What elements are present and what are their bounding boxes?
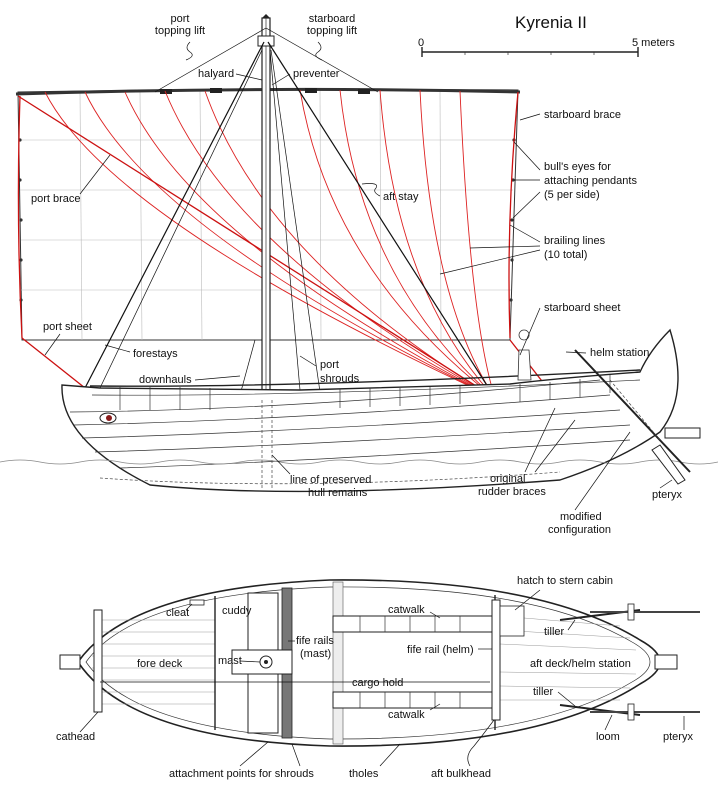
label-port-topping-lift-1: port: [171, 13, 190, 25]
label-aft-stay: aft stay: [383, 191, 419, 203]
label-starboard-topping-lift-1: starboard: [309, 13, 355, 25]
label-port-sheet: port sheet: [43, 321, 92, 333]
label-forestays: forestays: [133, 348, 178, 360]
label-hatch: hatch to stern cabin: [517, 575, 613, 587]
label-port-topping-lift-2: topping lift: [155, 25, 205, 37]
label-port-brace: port brace: [31, 193, 81, 205]
label-downhauls: downhauls: [139, 374, 192, 386]
scale-bar: 0 5 meters: [418, 37, 675, 57]
diagram-title: Kyrenia II: [515, 13, 587, 32]
label-starboard-topping-lift-2: topping lift: [307, 25, 357, 37]
hull-plan: [59, 579, 700, 747]
label-brailing-2: (10 total): [544, 249, 587, 261]
label-tholes: tholes: [349, 768, 379, 780]
steering-oar-profile: [574, 349, 701, 485]
label-aft-bulkhead: aft bulkhead: [431, 768, 491, 780]
label-cuddy: cuddy: [222, 605, 252, 617]
label-bulls-eyes-1: bull's eyes for: [544, 161, 611, 173]
label-starboard-sheet: starboard sheet: [544, 302, 620, 314]
label-port-shrouds-1: port: [320, 359, 339, 371]
label-port-shrouds-2: shrouds: [320, 373, 360, 385]
label-fore-deck: fore deck: [137, 658, 183, 670]
label-catwalk-top: catwalk: [388, 604, 425, 616]
label-halyard: halyard: [198, 68, 234, 80]
label-brailing-1: brailing lines: [544, 235, 606, 247]
label-fife-rails-mast-2: (mast): [300, 648, 331, 660]
label-bulls-eyes-3: (5 per side): [544, 189, 600, 201]
label-helm-station: helm station: [590, 347, 649, 359]
label-aft-deck: aft deck/helm station: [530, 658, 631, 670]
catwalk-bottom: [332, 691, 494, 709]
braces-and-sheets: [17, 91, 546, 399]
label-cathead: cathead: [56, 731, 95, 743]
label-tiller-top: tiller: [544, 626, 565, 638]
label-modified-1: modified: [560, 511, 602, 523]
label-catwalk-bottom: catwalk: [388, 709, 425, 721]
label-mast: mast: [218, 655, 242, 667]
label-loom: loom: [596, 731, 620, 743]
label-rudder-braces-1: original: [490, 473, 525, 485]
catwalk-top: [332, 615, 494, 633]
label-fife-rails-mast-1: fife rails: [296, 635, 334, 647]
label-fife-rail-helm: fife rail (helm): [407, 644, 474, 656]
plan-labels: hatch to stern cabin cleat cuddy catwalk…: [56, 575, 693, 780]
water-line: [0, 459, 718, 465]
label-rudder-braces-2: rudder braces: [478, 486, 546, 498]
label-preventer: preventer: [293, 68, 340, 80]
hull-profile: [61, 328, 679, 493]
label-cargo-hold: cargo hold: [352, 677, 403, 689]
label-pteryx-plan: pteryx: [663, 731, 693, 743]
label-modified-2: configuration: [548, 524, 611, 536]
scale-end-label: 5 meters: [632, 37, 675, 49]
label-hull-remains-1: line of preserved: [290, 474, 371, 486]
label-cleat: cleat: [166, 607, 189, 619]
label-starboard-brace: starboard brace: [544, 109, 621, 121]
label-attachment-points: attachment points for shrouds: [169, 768, 314, 780]
label-bulls-eyes-2: attaching pendants: [544, 175, 637, 187]
label-tiller-bottom: tiller: [533, 686, 554, 698]
label-pteryx-profile: pteryx: [652, 489, 682, 501]
label-hull-remains-2: hull remains: [308, 487, 368, 499]
scale-start-label: 0: [418, 37, 424, 49]
profile-labels: port topping lift starboard topping lift…: [31, 13, 682, 536]
